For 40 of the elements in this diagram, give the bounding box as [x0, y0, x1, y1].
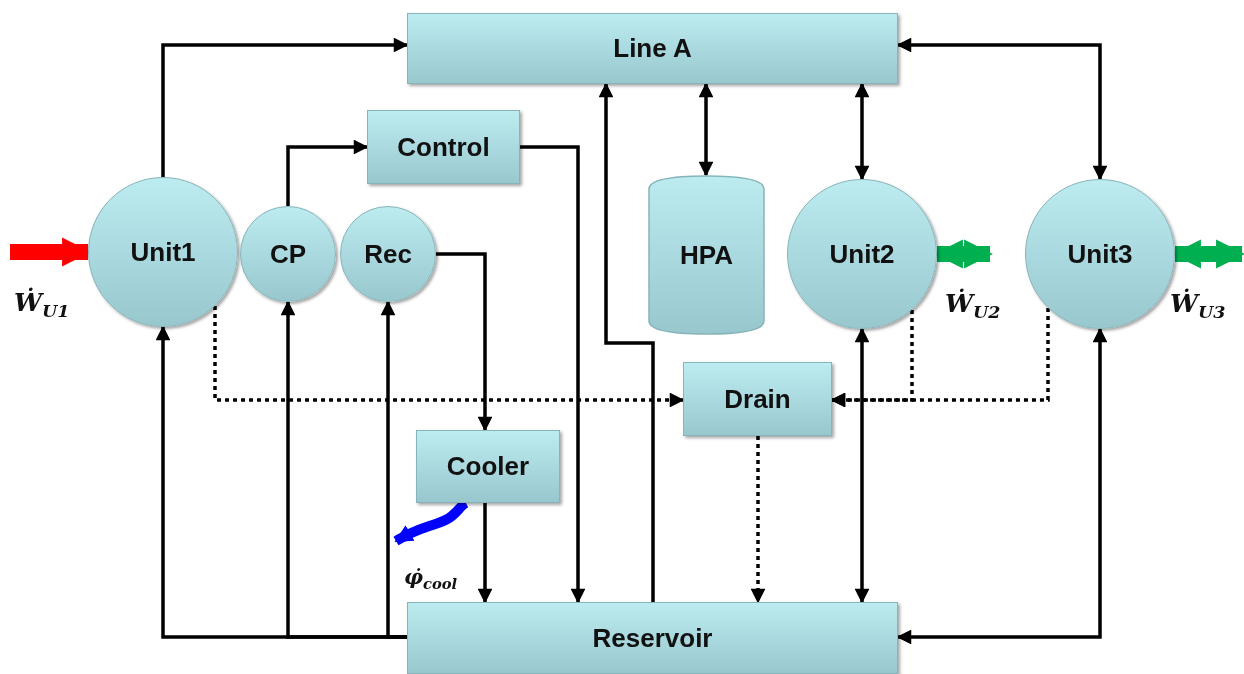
- node-label: Unit2: [829, 238, 895, 270]
- arrow: [896, 327, 1108, 645]
- arrow: [854, 327, 870, 604]
- arrow: [698, 82, 714, 177]
- node-label: Reservoir: [592, 622, 713, 654]
- node-label: CP: [269, 238, 307, 270]
- flow-arrow: [10, 237, 91, 267]
- arrow: [436, 252, 493, 432]
- arrow: [213, 306, 685, 408]
- arrow: [598, 82, 655, 602]
- math-label: Ẇ$_{U2}$: [945, 289, 1001, 322]
- arrow: [477, 503, 493, 604]
- process-box: [683, 362, 832, 436]
- math-label: Ẇ$_{U3}$: [1170, 289, 1226, 322]
- node-label: Drain: [724, 383, 791, 415]
- process-box: [407, 602, 898, 674]
- unit-circle: [240, 206, 336, 302]
- process-box: [416, 430, 560, 503]
- math-label: φ̇$_{cool}$: [404, 564, 458, 593]
- process-box: [407, 13, 898, 84]
- arrow: [896, 37, 1108, 181]
- arrow: [286, 139, 369, 206]
- node-label: Line A: [613, 33, 692, 64]
- process-box: [367, 110, 520, 184]
- node-label: Cooler: [446, 451, 530, 482]
- node-label: HPA: [680, 239, 733, 271]
- node-label: Unit3: [1067, 238, 1133, 270]
- arrow: [380, 300, 407, 639]
- arrow: [750, 436, 766, 604]
- arrow: [830, 308, 1050, 408]
- node-label: Rec: [364, 238, 412, 270]
- node-label: Control: [397, 131, 490, 163]
- flow-arrow: [934, 239, 993, 269]
- tank-cylinder: [648, 175, 765, 335]
- arrow: [520, 145, 586, 604]
- node-label: Unit1: [130, 236, 196, 268]
- math-label: Ẇ$_{U1}$: [14, 288, 70, 321]
- arrow: [854, 82, 870, 181]
- arrow: [161, 37, 409, 177]
- flow-arrow: [1172, 239, 1244, 269]
